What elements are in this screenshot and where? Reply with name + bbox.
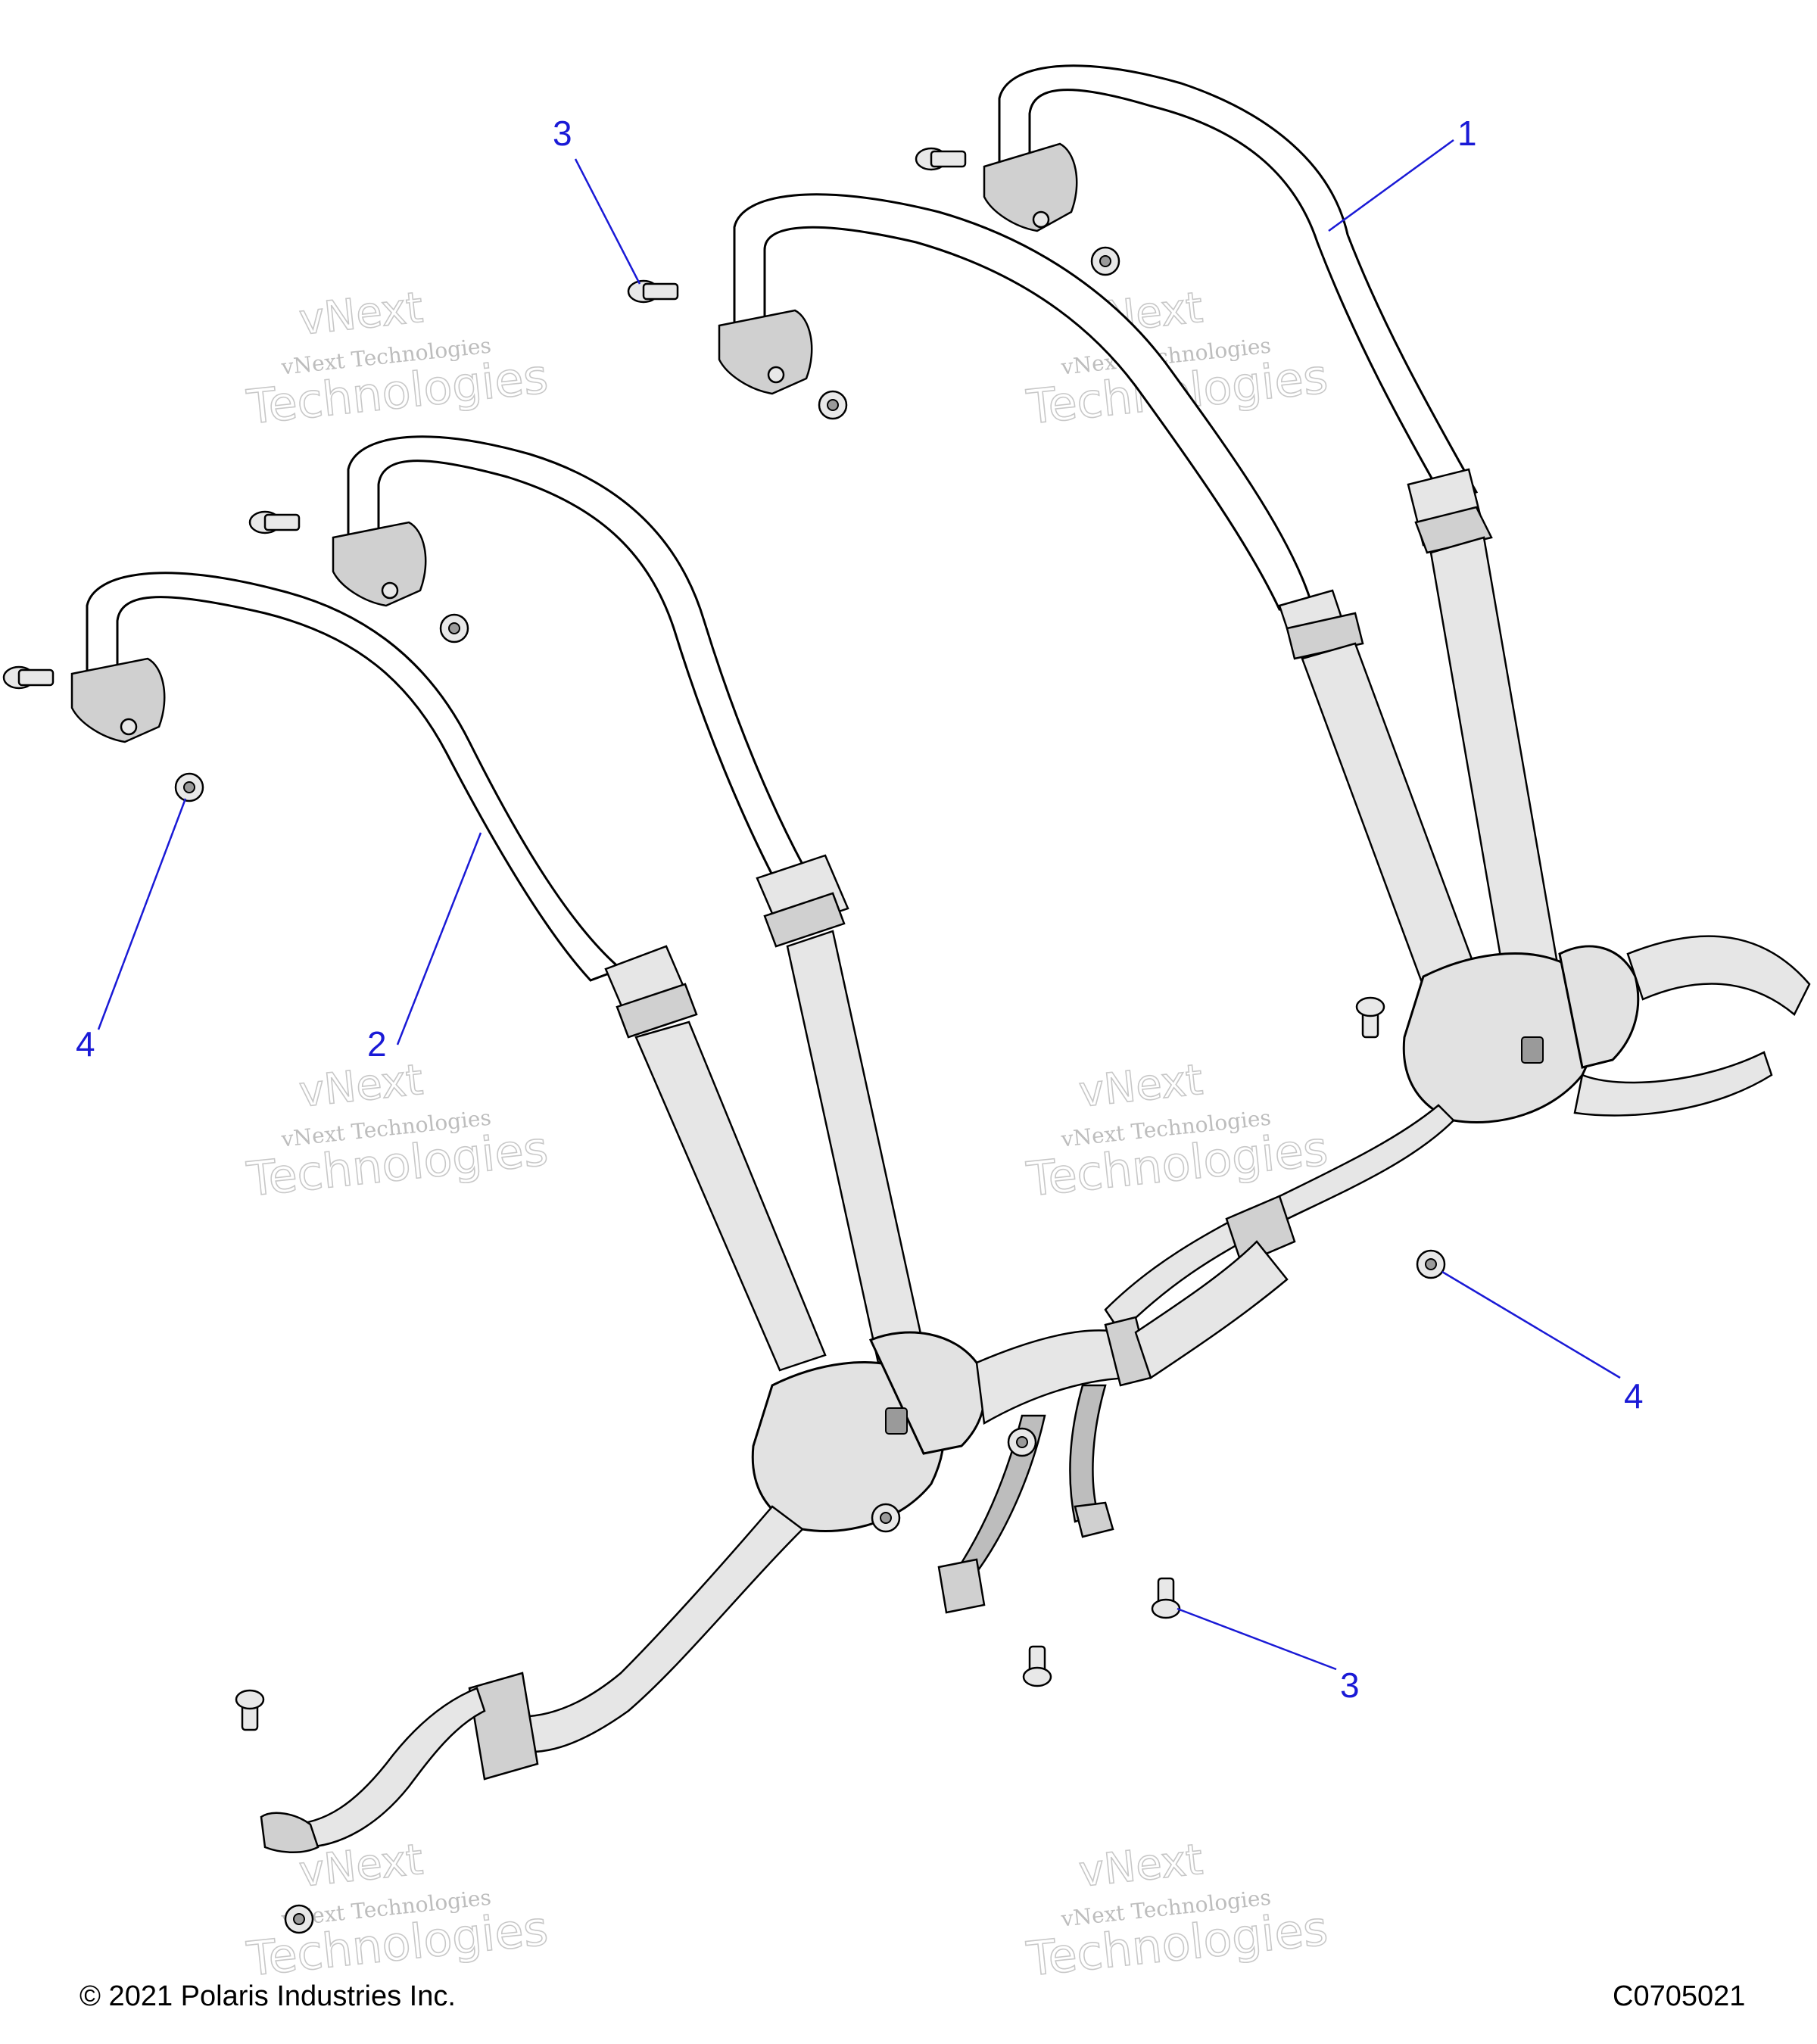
front-harness-lower: [260, 854, 1289, 1853]
diagram-code: C0705021: [1613, 1980, 1746, 2012]
bolt: [915, 147, 967, 171]
bolt: [248, 510, 301, 534]
svg-text:vNext: vNext: [297, 283, 425, 345]
bolt: [627, 279, 679, 304]
svg-text:vNext: vNext: [1077, 1835, 1205, 1897]
copyright-text: © 2021 Polaris Industries Inc.: [79, 1980, 456, 2012]
watermark: vNext vNext Technologies Technologies: [1024, 1055, 1331, 1207]
callout-3-bottom: 3: [1340, 1665, 1360, 1705]
bolt: [1355, 996, 1385, 1039]
bolt: [1022, 1645, 1052, 1687]
callout-4-right: 4: [1624, 1376, 1644, 1416]
watermark: vNext vNext Technologies Technologies: [1024, 1834, 1331, 1987]
callouts: 1 2 3 3 4 4: [76, 114, 1644, 1705]
bolt: [1151, 1577, 1181, 1619]
callout-1: 1: [1457, 114, 1477, 153]
harness-front-outer: [332, 435, 812, 891]
hardware: [2, 147, 1446, 1934]
bolt: [2, 665, 55, 690]
watermark: vNext vNext Technologies Technologies: [244, 282, 551, 435]
callout-2: 2: [367, 1024, 387, 1064]
harness-front-inner: [70, 572, 623, 982]
callout-4-left: 4: [76, 1024, 95, 1064]
rear-harness-lower: [1104, 468, 1811, 1334]
svg-text:vNext: vNext: [1077, 1055, 1205, 1117]
watermark: vNext vNext Technologies Technologies: [244, 1055, 551, 1207]
callout-3-top: 3: [553, 114, 572, 153]
bolt: [235, 1689, 265, 1731]
svg-text:vNext: vNext: [297, 1055, 425, 1117]
